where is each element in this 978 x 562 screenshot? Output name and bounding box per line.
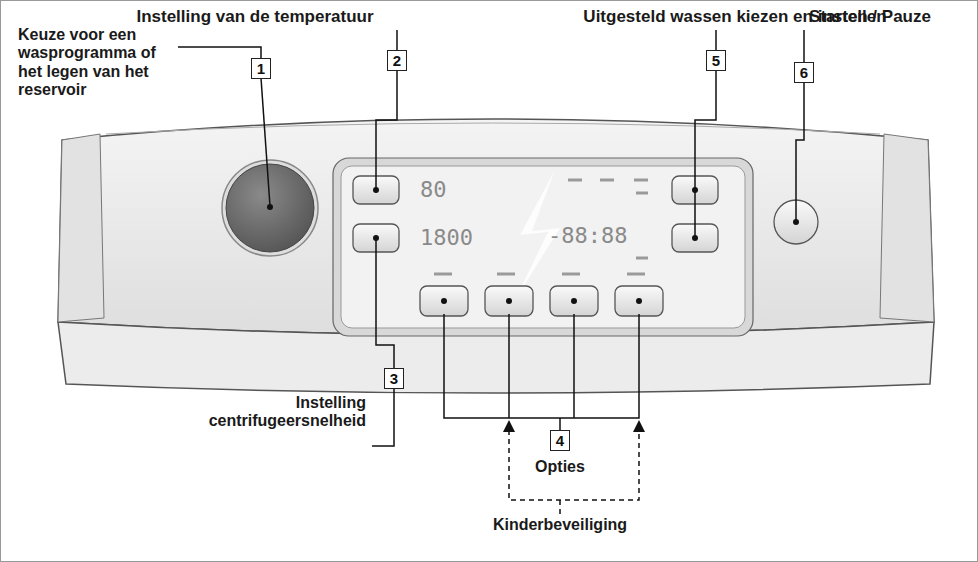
panel-label: Instelling van de temperatuur bbox=[110, 7, 400, 27]
callout-number: 4 bbox=[556, 433, 564, 448]
panel-side bbox=[58, 134, 104, 322]
panel-label: Opties bbox=[520, 458, 600, 476]
callout-box: 2 bbox=[387, 50, 407, 71]
leader-dots bbox=[267, 187, 799, 304]
knob-ring bbox=[222, 160, 318, 256]
callout-box: 4 bbox=[550, 430, 570, 451]
display-readout: 1800 bbox=[420, 225, 500, 250]
child-lock-bracket bbox=[509, 430, 639, 514]
panel-buttons bbox=[353, 176, 718, 316]
callout-box: 5 bbox=[706, 50, 726, 71]
callout-number: 6 bbox=[800, 65, 808, 80]
display-readout: 80 bbox=[420, 177, 480, 202]
leader-lines bbox=[178, 30, 804, 446]
display-window bbox=[341, 166, 745, 328]
callout-box: 3 bbox=[384, 368, 404, 389]
panel-edge bbox=[106, 123, 880, 134]
panel-label: Kinderbeveiliging bbox=[440, 516, 680, 534]
callout-box: 1 bbox=[251, 58, 271, 79]
callout-number: 3 bbox=[390, 371, 398, 386]
panel-side bbox=[880, 134, 934, 322]
callout-number: 5 bbox=[712, 53, 720, 68]
callout-number: 2 bbox=[393, 53, 401, 68]
panel-label: Instelling centrifugeersnelheid bbox=[190, 394, 366, 431]
arrowheads bbox=[503, 420, 645, 432]
display-bezel bbox=[333, 158, 753, 336]
callout-box: 6 bbox=[794, 62, 814, 83]
panel-label: Keuze voor een wasprogramma of het legen… bbox=[18, 26, 176, 100]
control-panel bbox=[58, 119, 934, 335]
callout-number: 1 bbox=[257, 61, 265, 76]
display-readout: -88:88 bbox=[548, 223, 658, 248]
program-knob bbox=[226, 164, 314, 252]
panel-label: Starten / Pauze bbox=[780, 7, 960, 27]
